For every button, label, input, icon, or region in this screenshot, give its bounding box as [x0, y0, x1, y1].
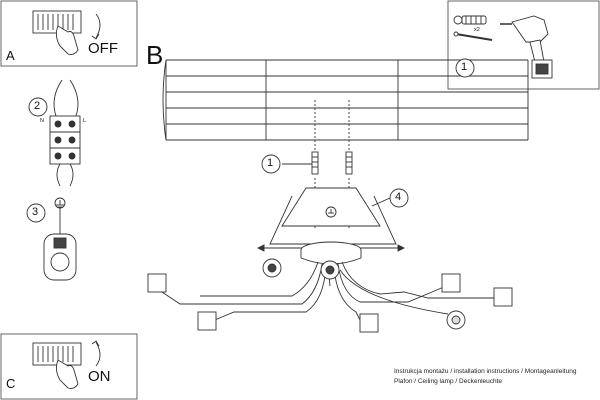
- panel-a-letter: A: [6, 48, 15, 63]
- socket-5: [359, 313, 379, 333]
- step-3-circle: [26, 203, 46, 223]
- footer-line-2: Plafon / Ceiling lamp / Deckenleuchte: [394, 378, 503, 385]
- mounting-bracket: [269, 187, 397, 245]
- wiring-connector-icon: [49, 79, 81, 187]
- step-4-label: 4: [395, 191, 402, 203]
- lamp-sockets: [147, 258, 513, 333]
- ceiling-panel: [162, 59, 529, 141]
- parts-multiplier: x2: [474, 27, 480, 33]
- socket-2: [197, 311, 217, 331]
- switch-on-icon: [32, 340, 101, 389]
- drill-icon: [500, 15, 553, 79]
- step-3-label: 3: [32, 206, 39, 218]
- step-1-label: 1: [267, 157, 274, 169]
- terminal-l-label: L: [83, 118, 87, 124]
- step-1-circle-top: [455, 58, 475, 78]
- step-2-label: 2: [34, 100, 41, 112]
- step-1-circle: [261, 154, 281, 174]
- screw-icon: [453, 31, 493, 41]
- panel-c-letter: C: [6, 376, 16, 391]
- switch-off-label: OFF: [88, 40, 118, 57]
- switch-on-label: ON: [88, 368, 111, 385]
- step-2-circle: [28, 97, 48, 117]
- lamp-canopy: [300, 241, 362, 265]
- ground-terminal-icon: [43, 197, 77, 281]
- terminal-n-label: N: [40, 118, 44, 124]
- socket-6: [441, 273, 461, 293]
- footer-line-1: Instrukcja montażu / installation instru…: [394, 368, 577, 375]
- step-4-circle: [389, 188, 409, 208]
- wall-plug-icon: [453, 15, 487, 25]
- leader-step-4: [371, 197, 391, 207]
- step-1-top-label: 1: [461, 61, 468, 73]
- socket-7: [493, 287, 513, 307]
- switch-off-icon: [32, 10, 101, 55]
- panel-b-letter: B: [146, 40, 164, 70]
- socket-1: [147, 273, 167, 293]
